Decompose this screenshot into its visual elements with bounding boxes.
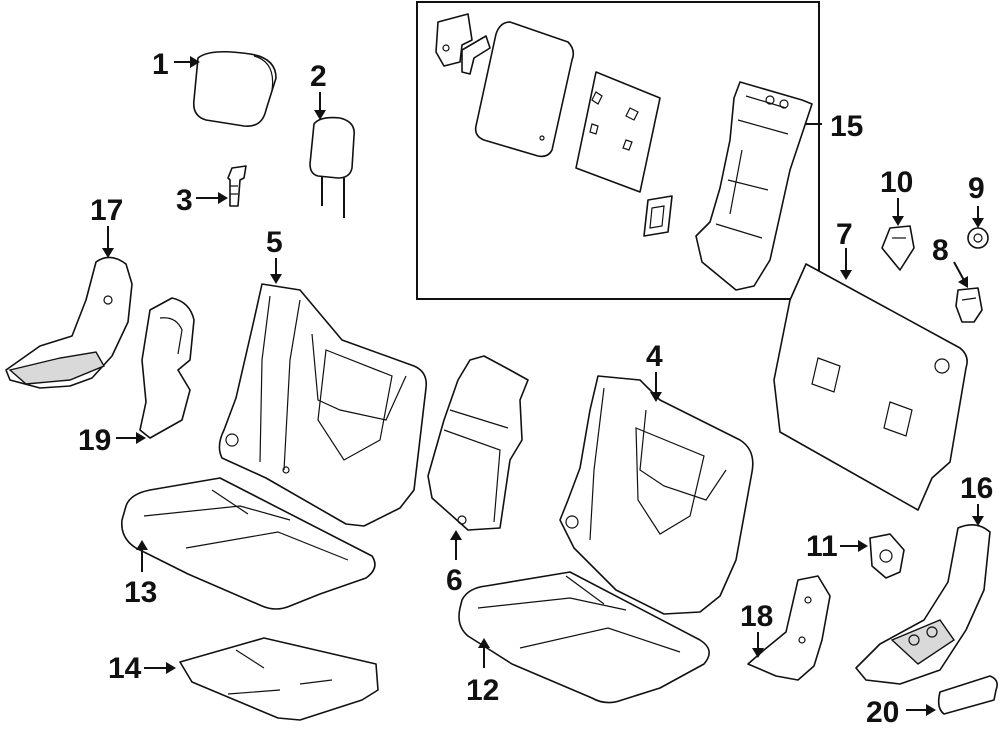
- callout-13: 13: [124, 576, 157, 609]
- callout-15: 15: [830, 110, 863, 143]
- callout-5: 5: [266, 226, 283, 259]
- part-16-side-trim: [855, 524, 991, 685]
- callout-12: 12: [466, 674, 499, 707]
- part-1-headrest: [192, 50, 277, 127]
- callout-19: 19: [78, 424, 111, 457]
- part-3-pin: [227, 165, 247, 207]
- part-14-pan: [179, 637, 379, 721]
- part-15-frame: [695, 81, 813, 291]
- callout-16: 16: [960, 472, 993, 505]
- callout-1: 1: [152, 48, 169, 81]
- part-6-seatback-panel: [427, 355, 529, 531]
- part-5-seatback-left: [218, 283, 428, 527]
- callout-4: 4: [646, 340, 663, 373]
- callout-20: 20: [866, 696, 899, 729]
- part-18-bracket: [747, 575, 831, 681]
- part-9-nut: [967, 227, 989, 249]
- part-15-hinge-bracket: [435, 13, 491, 75]
- part-8-clip: [955, 287, 983, 323]
- callout-3: 3: [176, 184, 193, 217]
- part-7-floor-panel: [773, 263, 968, 511]
- part-4-seatback-right: [559, 375, 754, 615]
- callout-2: 2: [310, 60, 327, 93]
- callout-14: 14: [108, 652, 142, 685]
- callout-9: 9: [968, 172, 985, 205]
- part-11-switch: [869, 533, 905, 579]
- part-2-headrest: [309, 116, 356, 218]
- callout-7: 7: [836, 218, 853, 251]
- part-12-cushion-right: [458, 571, 710, 704]
- part-10-bracket: [881, 225, 915, 271]
- callout-18: 18: [740, 600, 773, 633]
- part-17-side-trim: [5, 256, 133, 389]
- part-13-cushion-left: [120, 477, 376, 610]
- callout-6: 6: [446, 564, 463, 597]
- callout-8: 8: [932, 234, 949, 267]
- part-15-backrest-panel: [575, 71, 661, 193]
- part-19-bracket: [139, 297, 195, 439]
- inset-box-part-15: [416, 1, 820, 300]
- part-20-cover: [937, 675, 998, 715]
- callout-10: 10: [880, 166, 913, 199]
- part-15-latch: [643, 195, 673, 237]
- part-15-backrest-pad: [474, 21, 575, 158]
- leader-lines: [102, 56, 984, 716]
- callout-17: 17: [90, 194, 123, 227]
- callout-11: 11: [806, 530, 838, 563]
